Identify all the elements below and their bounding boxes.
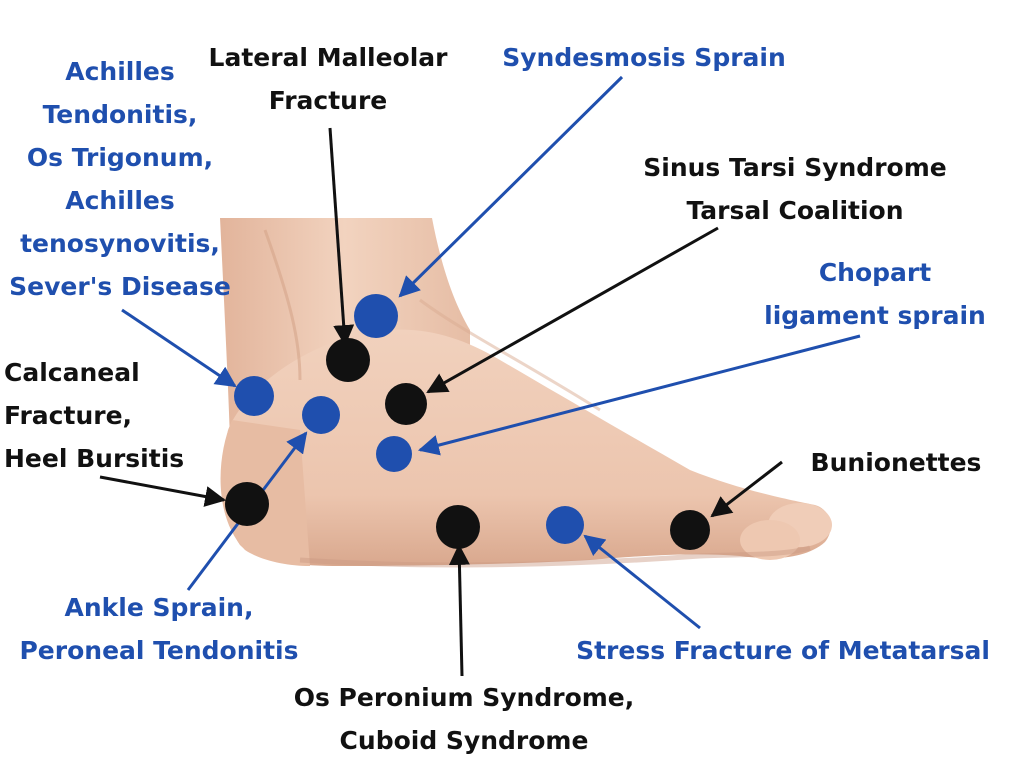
arrow-sinus-tarsi — [426, 226, 719, 394]
marker-sinus-tarsi — [385, 383, 427, 425]
label-line: tenosynovitis, — [20, 229, 220, 258]
label-bunionettes: Bunionettes — [796, 441, 996, 484]
marker-os-peronium — [436, 505, 480, 549]
label-line: ligament sprain — [764, 301, 986, 330]
marker-bunionettes — [670, 510, 710, 550]
label-line: Fracture — [268, 86, 388, 115]
marker-chopart — [376, 436, 412, 472]
arrow-os-peronium — [448, 543, 470, 677]
label-line: Achilles — [65, 57, 175, 86]
arrow-bunionettes — [710, 460, 783, 518]
label-line: Achilles — [65, 186, 175, 215]
label-line: Ankle Sprain, — [64, 593, 254, 622]
label-line: Tendonitis, — [42, 100, 198, 129]
arrow-achilles — [121, 308, 237, 388]
arrow-calcaneal — [99, 475, 227, 507]
arrow-stress-fracture — [583, 534, 701, 630]
label-line: Sinus Tarsi Syndrome — [643, 153, 947, 182]
arrow-lateral-malleolar — [328, 127, 355, 347]
label-stress-fracture: Stress Fracture of Metatarsal — [560, 629, 1006, 672]
label-line: Calcaneal — [4, 358, 140, 387]
foot-shape — [223, 329, 831, 566]
arrow-syndesmosis — [398, 75, 624, 298]
label-os-peronium: Os Peronium Syndrome, Cuboid Syndrome — [276, 676, 652, 762]
label-line: Heel Bursitis — [4, 444, 185, 473]
sole-shadow — [299, 545, 811, 568]
label-line: Sever's Disease — [9, 272, 231, 301]
marker-syndesmosis — [354, 294, 398, 338]
foot-illustration — [220, 218, 832, 568]
label-line: Os Peronium Syndrome, — [293, 683, 635, 712]
label-line: Fracture, — [4, 401, 133, 430]
arrow-chopart — [417, 334, 861, 456]
tendon-line — [419, 298, 601, 412]
label-chopart: Chopart ligament sprain — [752, 251, 998, 337]
marker-ankle-sprain — [302, 396, 340, 434]
label-line: Os Trigonum, — [26, 143, 214, 172]
label-line: Cuboid Syndrome — [339, 726, 589, 755]
marker-lateral-malleolar — [326, 338, 370, 382]
label-line: Syndesmosis Sprain — [502, 43, 786, 72]
marker-calcaneal — [225, 482, 269, 526]
marker-stress-fracture — [546, 506, 584, 544]
label-line: Chopart — [818, 258, 932, 287]
label-line: Lateral Malleolar — [208, 43, 448, 72]
label-syndesmosis: Syndesmosis Sprain — [488, 36, 800, 79]
injury-markers — [225, 294, 710, 550]
label-ankle-sprain: Ankle Sprain, Peroneal Tendonitis — [0, 586, 318, 672]
label-line: Tarsal Coalition — [686, 196, 904, 225]
marker-achilles — [234, 376, 274, 416]
toe-shape — [740, 520, 800, 560]
label-line: Stress Fracture of Metatarsal — [576, 636, 990, 665]
tendon-line — [263, 229, 302, 381]
label-line: Bunionettes — [810, 448, 982, 477]
label-line: Peroneal Tendonitis — [19, 636, 299, 665]
